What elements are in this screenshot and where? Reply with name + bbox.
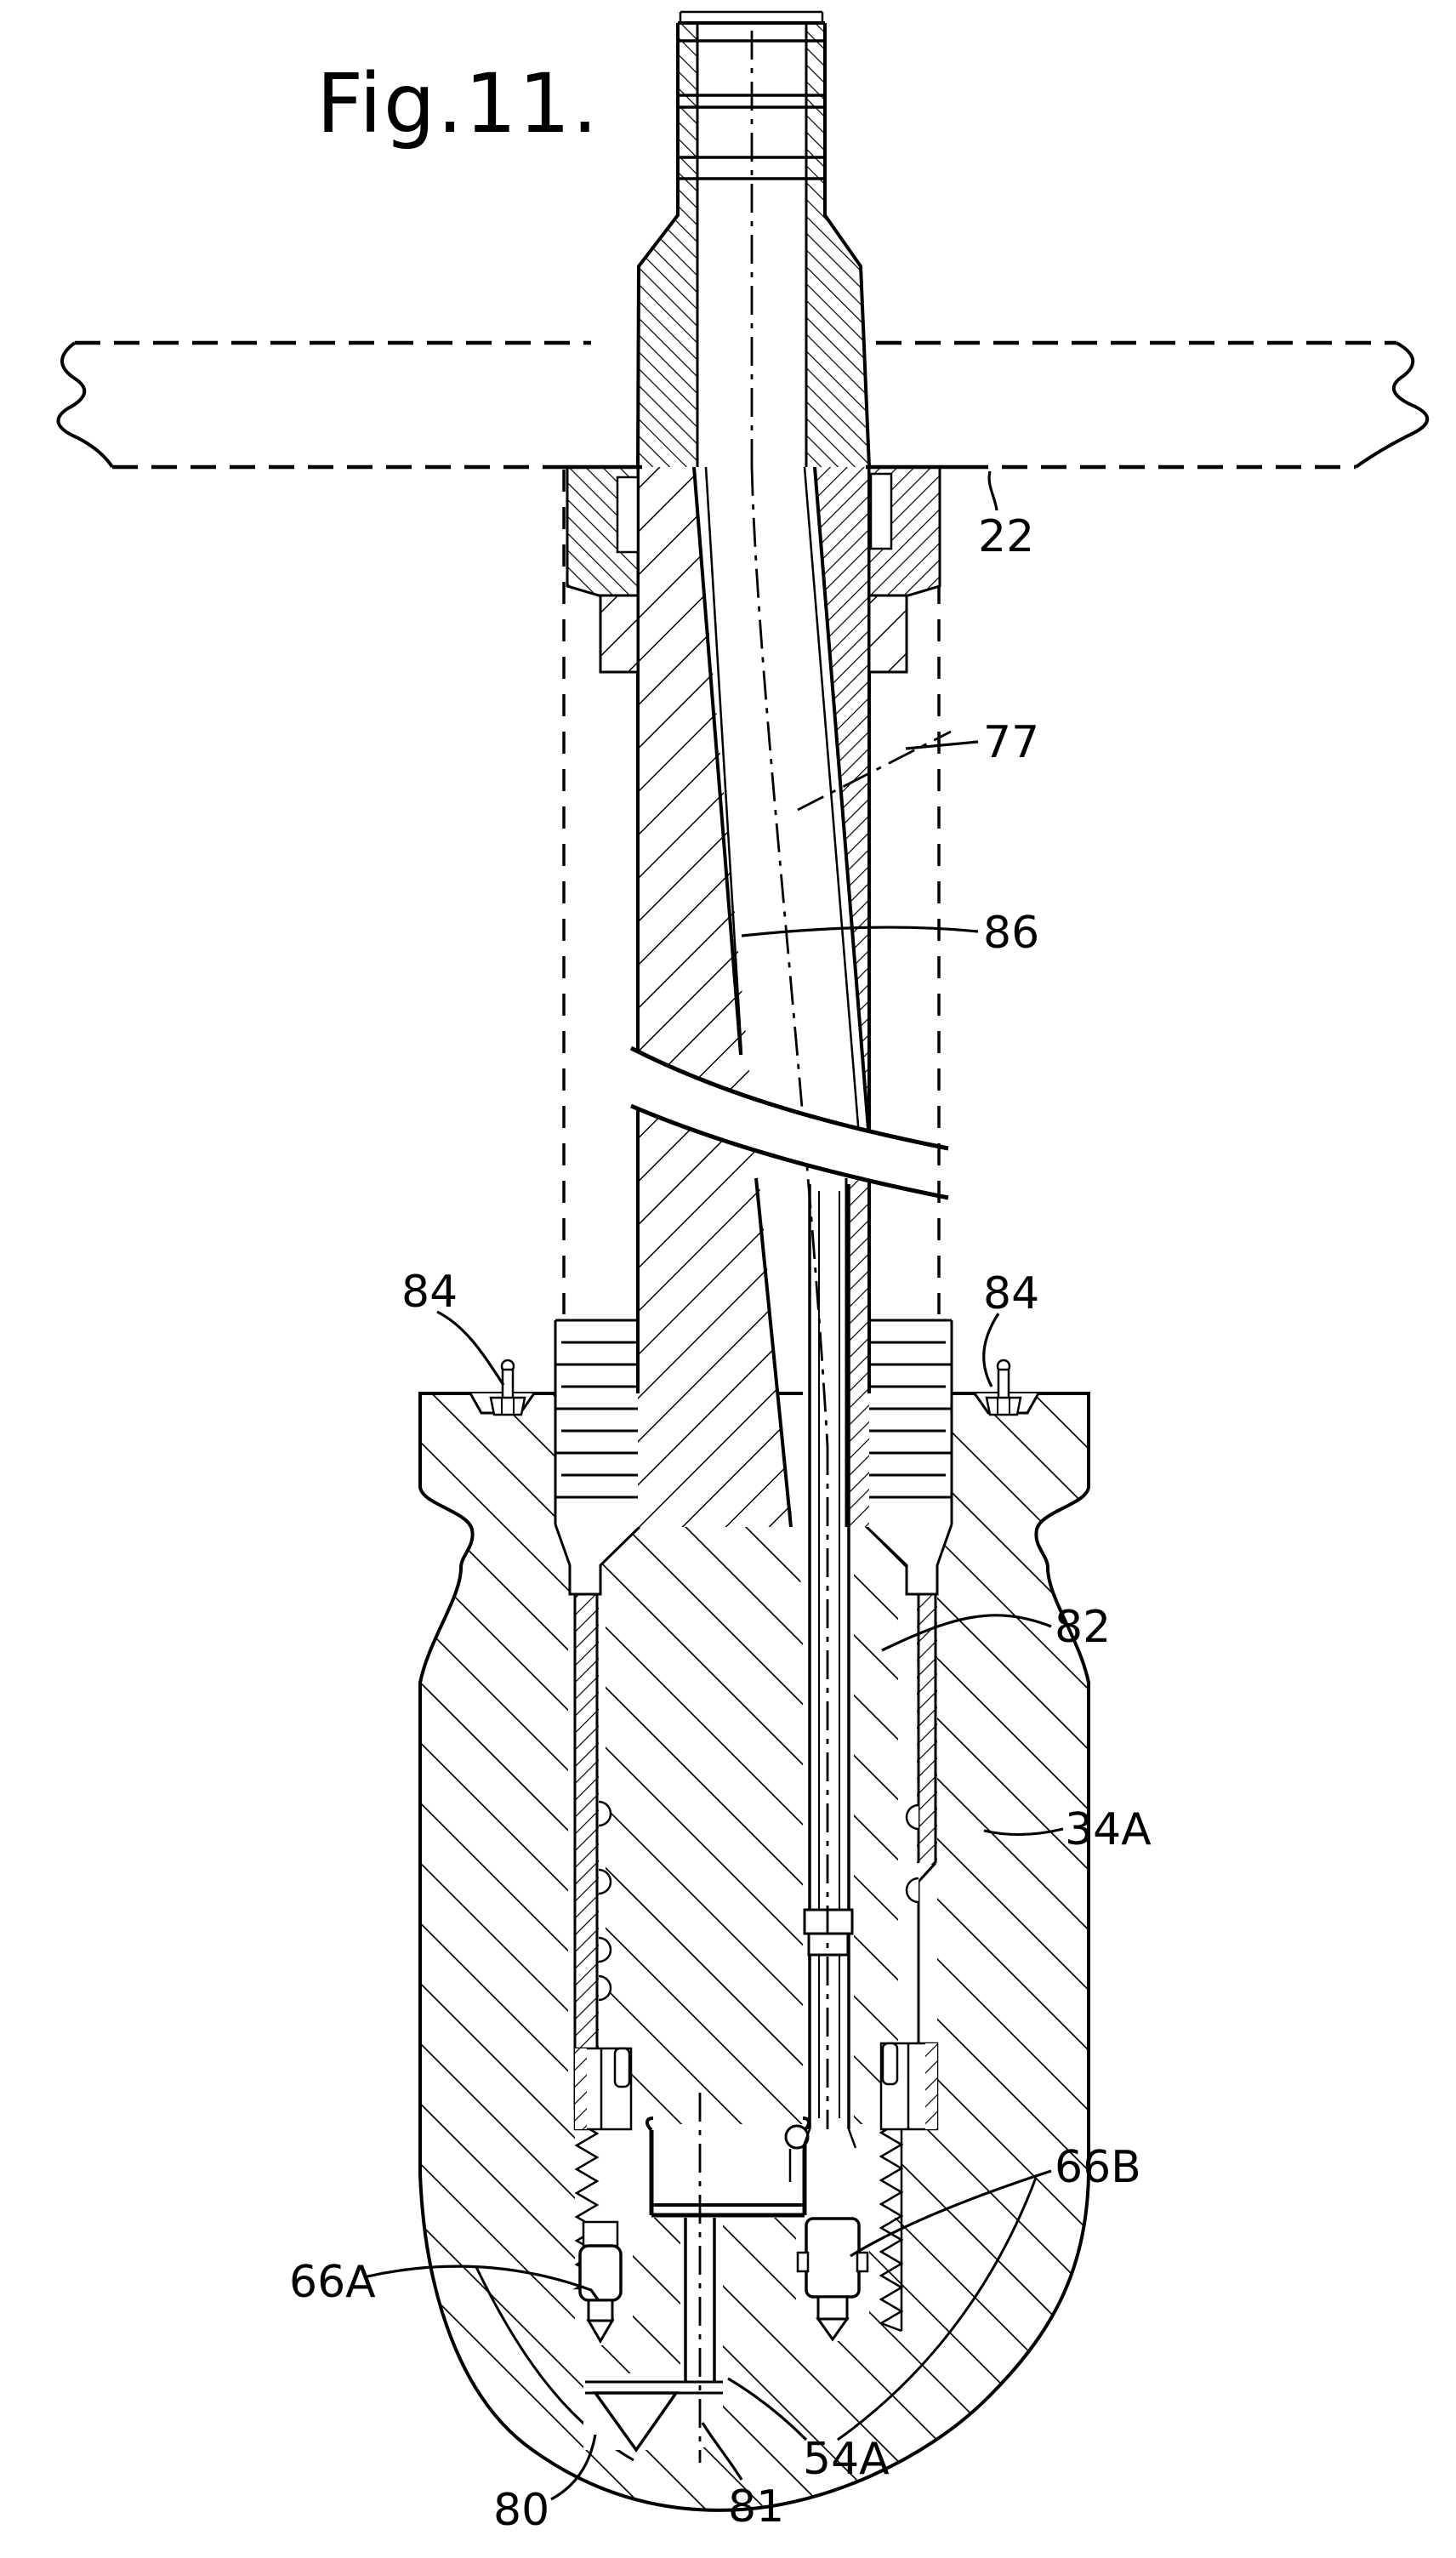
leader-84-right (982, 1313, 1000, 1387)
seal-bump (598, 1936, 612, 1963)
break-edge-lower (630, 1103, 949, 1200)
dome-inner-curve-right (837, 2177, 1038, 2441)
fitting-left (489, 1359, 526, 1416)
valve-tip (816, 2295, 849, 2321)
ref-label-34A: 34A (1065, 1804, 1152, 1855)
bore-sleeve-right (879, 1592, 937, 2333)
ref-label-54A: 54A (803, 2434, 890, 2485)
outer-left (636, 23, 680, 468)
break-edge-upper (629, 1045, 949, 1151)
leader-66A (367, 2265, 600, 2300)
collar-hatch (575, 2048, 587, 2129)
ref-label-80: 80 (493, 2485, 549, 2536)
leader-22 (987, 470, 998, 511)
lower-body-outline (418, 1392, 1090, 2512)
bore-sleeve-left (572, 1592, 612, 2290)
collar-cap (613, 2047, 631, 2088)
top-pipe (636, 10, 871, 468)
collar-hatch (925, 2043, 937, 2129)
tube86-wall-left (704, 466, 743, 1056)
ref-label-66A: 66A (289, 2257, 376, 2308)
fitting-right (985, 1359, 1022, 1416)
sleeve-hatch (575, 1592, 599, 2048)
deck-break-left (56, 341, 114, 469)
deviated-channel (779, 1395, 808, 1633)
leader-34A (983, 1827, 1064, 1837)
valve-adapter (582, 2220, 619, 2248)
leader-81 (701, 2422, 743, 2481)
grease-fittings (489, 1359, 1022, 1416)
collar-left (573, 2047, 633, 2131)
sleeve-hatch (917, 1592, 937, 1865)
figure-caption: Fig.11. (316, 56, 600, 151)
valve-cone (586, 2319, 615, 2344)
ref-label-86: 86 (983, 908, 1039, 959)
ref-label-81: 81 (728, 2481, 784, 2532)
top-wall-left (638, 23, 697, 467)
leader-lines (367, 470, 1064, 2501)
apex-funnel (592, 2391, 680, 2453)
ref-label-84-right: 84 (983, 1268, 1039, 1319)
deck-22 (56, 340, 1430, 470)
valve-chamber (575, 2124, 901, 2218)
valve-66B (784, 2124, 869, 2342)
leader-77 (905, 740, 979, 750)
cup-lip (646, 2116, 654, 2132)
thread-bands-left (554, 1319, 638, 1524)
seal-tab (796, 2251, 810, 2273)
leader-84-left (436, 1310, 505, 1386)
reference-labels: Fig.11. 22 77 86 84 84 82 34A 66A 66B 54… (289, 56, 1152, 2536)
drain-tube-81 (585, 2218, 723, 2453)
ref-label-82: 82 (1055, 1602, 1111, 1653)
leader-66B (850, 2169, 1052, 2258)
leader-82 (881, 1614, 1052, 1652)
bore-slant-upper (692, 466, 742, 1056)
ref-label-66B: 66B (1055, 2142, 1141, 2193)
leader-54A (727, 2377, 808, 2441)
threaded-joint (554, 1319, 953, 1596)
leader-86 (741, 926, 979, 937)
top-rim (679, 10, 824, 23)
ref-label-22: 22 (978, 511, 1034, 562)
seal-bump (905, 1877, 919, 1904)
ref-label-84-left: 84 (401, 1267, 458, 1318)
centerlines (698, 31, 952, 2463)
valve-cone (816, 2317, 850, 2342)
lower-body-34A (418, 1392, 1090, 2512)
seal-tab (856, 2251, 869, 2273)
leader-80 (550, 2434, 597, 2501)
top-wall-right (806, 23, 869, 467)
thread-zigzag (879, 2119, 904, 2333)
outer-right (823, 23, 871, 468)
centerline-deviated (750, 466, 829, 1447)
mid-pipe-left-wall (638, 467, 791, 1527)
seal-bump (598, 1800, 612, 1827)
seal-bump (598, 1974, 612, 2002)
bore-slant-lower (754, 1177, 793, 1528)
pipe-tails (554, 1524, 953, 1596)
collar-cap (881, 2042, 899, 2086)
axis-77 (797, 730, 952, 812)
valve-body (578, 2244, 623, 2302)
bracket-slot-left (616, 476, 640, 554)
deck-break-right (1354, 341, 1430, 469)
valve-66A (578, 2220, 623, 2344)
bore-right-slant (813, 466, 871, 1141)
pipe-break (629, 1045, 949, 1200)
collar-right (879, 2042, 939, 2131)
valve-tip (587, 2299, 614, 2322)
phantom-casing (562, 470, 941, 1314)
thread-bands-right (869, 1319, 953, 1524)
deck-brackets (566, 465, 941, 597)
seal-bump (905, 1803, 919, 1831)
bracket-slot-right (869, 472, 893, 550)
ref-label-77: 77 (983, 717, 1039, 768)
body-bore-interior (568, 1182, 939, 2453)
seal-bump (598, 1868, 612, 1895)
valve-body (805, 2217, 861, 2299)
tube86-wall-right (803, 466, 861, 1137)
